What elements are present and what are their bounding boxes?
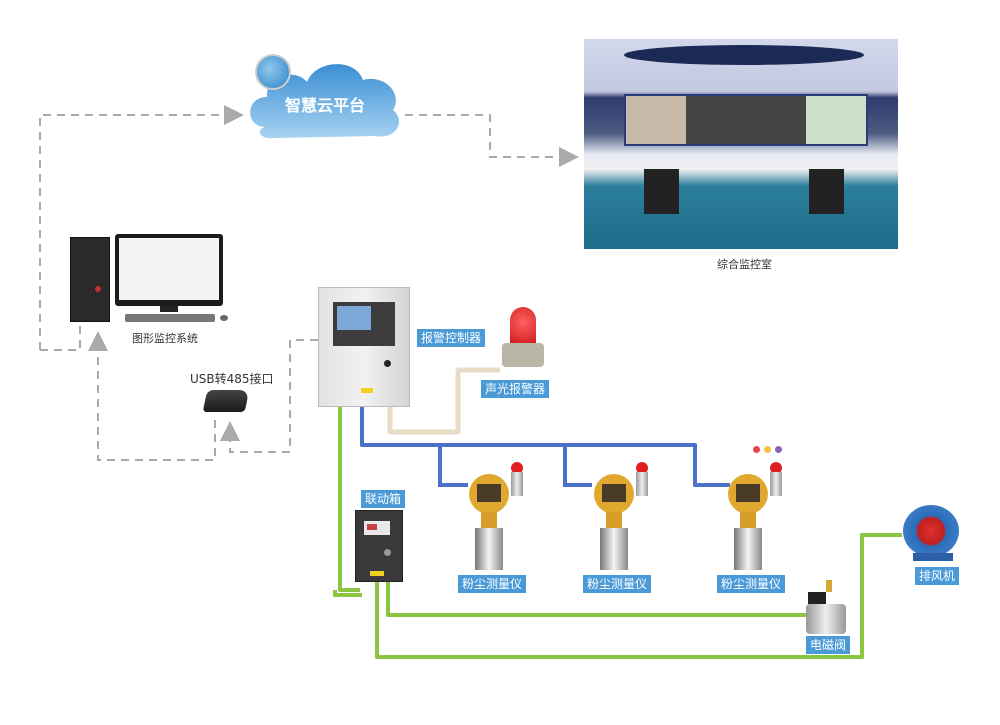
linkage-cable-controller2 (333, 590, 362, 597)
linkage-cable-fan (375, 533, 902, 659)
linkage-cable-valve (386, 580, 808, 617)
indicator-dot-red (753, 446, 760, 453)
dashed-link-pc-box (40, 320, 81, 351)
solenoid-valve-label: 电磁阀 (806, 636, 851, 654)
alarm-cable (387, 367, 500, 435)
dashed-link-pc-cloud (39, 105, 244, 350)
cloud-label: 智慧云平台 (285, 96, 366, 115)
sound-light-alarm-label: 声光报警器 (481, 380, 550, 398)
pc-caption: 图形监控系统 (132, 332, 198, 345)
dust-detector (463, 460, 533, 572)
detector-body-icon (469, 474, 509, 514)
linkage-box-label: 联动箱 (361, 490, 406, 508)
detector-beacon-icon (636, 462, 648, 474)
pc-tower-icon (70, 237, 110, 322)
detector-label: 粉尘测量仪 (717, 575, 786, 593)
solenoid-valve-icon (806, 580, 846, 635)
control-room-image (584, 39, 898, 249)
keyboard-icon (125, 314, 215, 322)
linkage-box-icon (355, 510, 403, 582)
alarm-controller-icon (318, 287, 410, 407)
indicator-dot-purple (775, 446, 782, 453)
alarm-controller-label: 报警控制器 (417, 329, 486, 347)
dust-detector (588, 460, 658, 572)
detector-label: 粉尘测量仪 (458, 575, 527, 593)
usb-converter-icon (202, 390, 250, 412)
globe-icon (255, 54, 291, 90)
dashed-link-usb-pc (88, 331, 216, 461)
detector-body-icon (728, 474, 768, 514)
dashed-link-cloud-room (405, 114, 579, 167)
detector-bus (360, 405, 730, 487)
dashed-link-controller-usb (220, 339, 318, 453)
exhaust-fan-icon (903, 505, 961, 563)
mouse-icon (220, 315, 228, 321)
detector-beacon-icon (511, 462, 523, 474)
detector-label: 粉尘测量仪 (583, 575, 652, 593)
dust-detector (722, 460, 792, 572)
usb-caption: USB转485接口 (190, 372, 274, 386)
detector-beacon-icon (770, 462, 782, 474)
monitor-icon (115, 234, 223, 306)
control-room-caption: 综合监控室 (717, 258, 772, 271)
sound-light-alarm-icon (498, 305, 548, 375)
indicator-dot-yellow (764, 446, 771, 453)
linkage-cable-controller (338, 405, 360, 592)
detector-body-icon (594, 474, 634, 514)
cloud-platform: 智慧云平台 (245, 52, 405, 144)
exhaust-fan-label: 排风机 (915, 567, 960, 585)
